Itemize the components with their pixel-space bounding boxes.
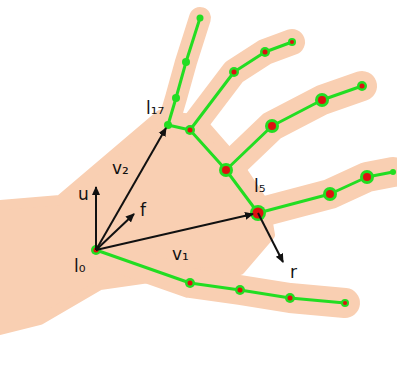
landmark-label: l₁₇ bbox=[146, 100, 164, 117]
axis-label: f bbox=[140, 202, 146, 219]
vector-label: v₁ bbox=[172, 246, 189, 263]
landmark-label: l₅ bbox=[254, 178, 266, 195]
axis-label: u bbox=[78, 186, 89, 203]
joint-dots bbox=[91, 15, 396, 308]
landmark-label: l₀ bbox=[74, 258, 86, 275]
hand-skeleton bbox=[96, 18, 393, 303]
hand-skin bbox=[0, 18, 393, 330]
axis-label: r bbox=[290, 264, 297, 281]
vector-label: v₂ bbox=[112, 160, 129, 177]
vector-arrows bbox=[96, 128, 283, 262]
